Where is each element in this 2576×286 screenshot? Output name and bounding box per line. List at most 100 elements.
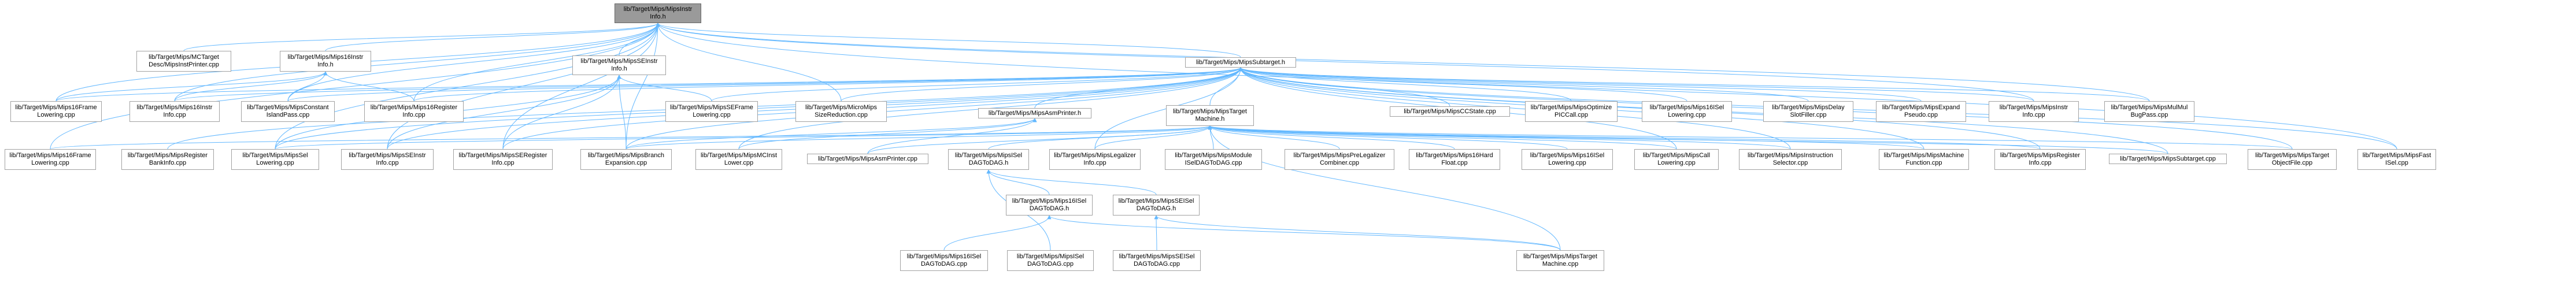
node-label: Lowering.cpp <box>256 159 294 166</box>
node-mips16iseldagtodag-h[interactable]: lib/Target/Mips/Mips16ISel DAGToDAG.h <box>1006 195 1093 216</box>
node-label: PICCall.cpp <box>1554 112 1589 118</box>
node-label: lib/Target/Mips/MipsConstant <box>247 104 329 111</box>
node-mipsinstructionselector-cpp[interactable]: lib/Target/Mips/MipsInstruction Selector… <box>1739 149 1842 170</box>
node-mipsmachinefunction-cpp[interactable]: lib/Target/Mips/MipsMachine Function.cpp <box>1879 149 1969 170</box>
node-mipstargetmachine-h[interactable]: lib/Target/Mips/MipsTarget Machine.h <box>1166 105 1254 126</box>
edge-mconstisland-to-root <box>287 23 660 102</box>
node-mipsinstprinter-cpp[interactable]: lib/Target/Mips/MCTarget Desc/MipsInstPr… <box>136 51 231 72</box>
node-mipsccstate-cpp[interactable]: lib/Target/Mips/MipsCCState.cpp <box>1390 106 1510 117</box>
node-label: SlotFiller.cpp <box>1790 112 1827 118</box>
edge-mbranchexp-to-targetmachh <box>626 125 1212 150</box>
node-mips16registerinfo-cpp[interactable]: lib/Target/Mips/Mips16Register Info.cpp <box>364 101 464 122</box>
edge-delayslot-to-subtargeth <box>1238 67 1809 102</box>
node-mipsseregisterinfo-cpp[interactable]: lib/Target/Mips/MipsSERegister Info.cpp <box>453 149 553 170</box>
node-label: lib/Target/Mips/MipsAsmPrinter.cpp <box>818 155 917 162</box>
node-mips16instrinfo-cpp[interactable]: lib/Target/Mips/Mips16Instr Info.cpp <box>129 101 220 122</box>
node-label: BankInfo.cpp <box>149 159 187 166</box>
edge-mmcinstlow-to-asmprinterh <box>738 118 1037 150</box>
node-mipsconstantislandpass-cpp[interactable]: lib/Target/Mips/MipsConstant IslandPass.… <box>241 101 335 122</box>
node-label: BugPass.cpp <box>2130 112 2168 118</box>
node-mips16framelowering-cpp-2[interactable]: lib/Target/Mips/Mips16Frame Lowering.cpp <box>5 149 96 170</box>
node-label: lib/Target/Mips/MipsExpand <box>1882 104 1960 111</box>
edge-msereginfo-to-root <box>502 23 660 150</box>
node-label: DAGToDAG.cpp <box>1027 261 1074 268</box>
node-mipslegalizerinfo-cpp[interactable]: lib/Target/Mips/MipsLegalizer Info.cpp <box>1049 149 1141 170</box>
node-label: DAGToDAG.cpp <box>920 261 968 268</box>
node-label: Info.h <box>317 61 334 68</box>
node-label: Info.cpp <box>163 112 186 118</box>
node-label: lib/Target/Mips/Mips16ISel <box>1012 198 1087 205</box>
node-mipsiseldagtodag-h[interactable]: lib/Target/Mips/MipsISel DAGToDAG.h <box>948 149 1029 170</box>
node-label: Lowering.cpp <box>693 112 731 118</box>
node-mipscalllowering-cpp[interactable]: lib/Target/Mips/MipsCall Lowering.cpp <box>1634 149 1719 170</box>
node-mipsregisterbankinfo-cpp[interactable]: lib/Target/Mips/MipsRegister BankInfo.cp… <box>121 149 214 170</box>
node-mipssubtarget-cpp[interactable]: lib/Target/Mips/MipsSubtarget.cpp <box>2109 154 2227 164</box>
node-mipstargetobjectfile-cpp[interactable]: lib/Target/Mips/MipsTarget ObjectFile.cp… <box>2248 149 2337 170</box>
node-mipssellowering-cpp[interactable]: lib/Target/Mips/MipsSel Lowering.cpp <box>231 149 319 170</box>
edge-expandpseudo-to-subtargeth <box>1238 67 1922 102</box>
node-label: lib/Target/Mips/MipsMulMul <box>2111 104 2188 111</box>
node-mipsmoduleiseldagtodag-cpp[interactable]: lib/Target/Mips/MipsModule ISelDAGToDAG.… <box>1165 149 1262 170</box>
node-label: lib/Target/Mips/MipsSEInstr <box>349 152 426 159</box>
node-mips16framelowering-cpp[interactable]: lib/Target/Mips/Mips16Frame Lowering.cpp <box>10 101 102 122</box>
node-mips16isellowering-cpp-2[interactable]: lib/Target/Mips/Mips16ISel Lowering.cpp <box>1522 149 1613 170</box>
node-mips16instrinfo-h[interactable]: lib/Target/Mips/Mips16Instr Info.h <box>280 51 371 72</box>
node-label: lib/Target/Mips/MipsCCState.cpp <box>1404 107 1496 115</box>
node-mipstargetmachine-cpp[interactable]: lib/Target/Mips/MipsTarget Machine.cpp <box>1516 250 1604 271</box>
node-label: Desc/MipsInstPrinter.cpp <box>149 61 219 68</box>
node-mipsdelayslotfiller-cpp[interactable]: lib/Target/Mips/MipsDelay SlotFiller.cpp <box>1763 101 1853 122</box>
node-mipsseiseldagtodag-cpp[interactable]: lib/Target/Mips/MipsSEISel DAGToDAG.cpp <box>1113 250 1201 271</box>
node-mipsprelegalizercombiner-cpp[interactable]: lib/Target/Mips/MipsPreLegalizer Combine… <box>1285 149 1394 170</box>
node-label: SizeReduction.cpp <box>815 112 868 118</box>
node-label: Machine.cpp <box>1542 261 1579 268</box>
node-label: lib/Target/Mips/MipsSEInstr <box>580 58 658 65</box>
node-label: lib/Target/Mips/MipsMCInst <box>700 152 778 159</box>
node-label: lib/Target/Mips/MipsLegalizer <box>1054 152 1136 159</box>
node-label: lib/Target/Mips/MipsTarget <box>1523 253 1597 260</box>
node-mipsinstrinfo-cpp[interactable]: lib/Target/Mips/MipsInstr Info.cpp <box>1989 101 2079 122</box>
node-mipsmulmulbugpass-cpp[interactable]: lib/Target/Mips/MipsMulMul BugPass.cpp <box>2104 101 2194 122</box>
edge-masmprinter-to-asmprinterh <box>867 118 1037 154</box>
node-mipsoptimizepiccall-cpp[interactable]: lib/Target/Mips/MipsOptimize PICCall.cpp <box>1525 101 1618 122</box>
node-mips16iseldagtodag-cpp[interactable]: lib/Target/Mips/Mips16ISel DAGToDAG.cpp <box>900 250 988 271</box>
node-label: Float.cpp <box>1441 159 1468 166</box>
node-label: DAGToDAG.h <box>1136 205 1176 212</box>
node-mips16hardfloat-cpp[interactable]: lib/Target/Mips/Mips16Hard Float.cpp <box>1409 149 1500 170</box>
edge-mips16instrh-to-root <box>325 23 660 51</box>
edge-minstrcpp-to-root <box>656 23 2034 102</box>
edge-m16iseldagcpp-to-m16iseldagh <box>943 215 1052 251</box>
node-micromipssizereduction-cpp[interactable]: lib/Target/Mips/MicroMips SizeReduction.… <box>795 101 887 122</box>
node-label: lib/Target/Mips/MipsRegister <box>127 152 208 159</box>
node-mipsexpandpseudo-cpp[interactable]: lib/Target/Mips/MipsExpand Pseudo.cpp <box>1876 101 1966 122</box>
node-mipsseframelowering-cpp[interactable]: lib/Target/Mips/MipsSEFrame Lowering.cpp <box>665 101 758 122</box>
node-mipsasmprinter-cpp[interactable]: lib/Target/Mips/MipsAsmPrinter.cpp <box>807 154 928 164</box>
node-label: lib/Target/Mips/MipsISel <box>1016 253 1085 260</box>
node-mips16isellowering-cpp[interactable]: lib/Target/Mips/Mips16ISel Lowering.cpp <box>1642 101 1732 122</box>
node-label: DAGToDAG.h <box>1029 205 1069 212</box>
edge-mprelegal-to-targetmachh <box>1208 125 1340 150</box>
node-mipsseiseldagtodag-h[interactable]: lib/Target/Mips/MipsSEISel DAGToDAG.h <box>1113 195 1200 216</box>
node-label: lib/Target/Mips/MipsRegister <box>2000 152 2081 159</box>
node-label: lib/Target/Mips/Mips16ISel <box>1530 152 1605 159</box>
node-mipsbranchexpansion-cpp[interactable]: lib/Target/Mips/MipsBranch Expansion.cpp <box>580 149 672 170</box>
node-label: lib/Target/Mips/MipsInstr <box>623 6 693 13</box>
node-label: lib/Target/Mips/Mips16Hard <box>1416 152 1493 159</box>
edge-msellow-to-root <box>275 23 660 150</box>
node-mipssubtarget-h[interactable]: lib/Target/Mips/MipsSubtarget.h <box>1185 57 1296 68</box>
node-mipsinstrinfo-h[interactable]: lib/Target/Mips/MipsInstr Info.h <box>615 3 701 23</box>
node-mipsseinstrinfo-h[interactable]: lib/Target/Mips/MipsSEInstr Info.h <box>572 55 666 75</box>
edge-optpiccall-to-subtargeth <box>1238 67 1572 102</box>
node-label: lib/Target/Mips/MipsSEFrame <box>670 104 753 111</box>
node-mipsfastisel-cpp[interactable]: lib/Target/Mips/MipsFast ISel.cpp <box>2357 149 2436 170</box>
node-mipsiseldagtodag-cpp[interactable]: lib/Target/Mips/MipsISel DAGToDAG.cpp <box>1007 250 1094 271</box>
edge-mbranchexp-to-subtargeth <box>626 67 1243 150</box>
node-mipsmcinstlower-cpp[interactable]: lib/Target/Mips/MipsMCInst Lower.cpp <box>695 149 782 170</box>
node-mipsasmprinter-h[interactable]: lib/Target/Mips/MipsAsmPrinter.h <box>978 108 1091 118</box>
edge-mseframelow-to-subtargeth <box>711 67 1243 102</box>
node-mipsseinstrinfo-cpp[interactable]: lib/Target/Mips/MipsSEInstr Info.cpp <box>341 149 434 170</box>
node-mipsregisterinfo-cpp[interactable]: lib/Target/Mips/MipsRegister Info.cpp <box>1994 149 2086 170</box>
node-label: Lowering.cpp <box>1668 112 1706 118</box>
node-label: ObjectFile.cpp <box>2271 159 2313 166</box>
edge-minstrcpp-to-subtargeth <box>1238 67 2034 102</box>
